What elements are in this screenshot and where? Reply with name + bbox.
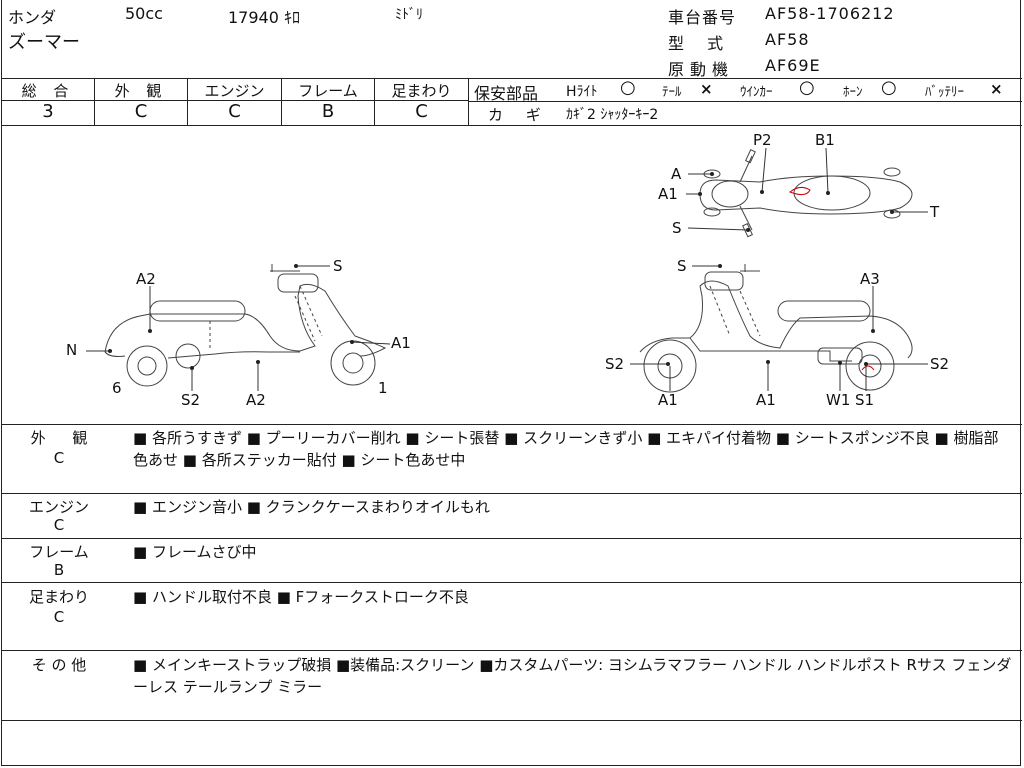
horn-label: ﾎｰﾝ	[843, 85, 863, 100]
safety-label: 保安部品	[474, 84, 539, 103]
winker-label: ｳｲﾝｶｰ	[740, 85, 773, 100]
top-view-scooter	[699, 149, 913, 238]
diagram-label: P2	[753, 131, 772, 149]
diagram-label: 1	[378, 379, 388, 397]
key-value: ｶｷﾞ2 ｼｬｯﾀｰｷｰ2	[566, 107, 659, 123]
leader-lines	[86, 147, 928, 391]
type-label: 型 式	[668, 34, 724, 53]
horn-mark: ○	[881, 77, 897, 98]
right-side-scooter	[639, 264, 913, 393]
section-text-frame: ■ フレームさび中	[133, 543, 257, 561]
diagram-label: S2	[930, 355, 949, 373]
diagram-label: A	[671, 165, 682, 183]
divider	[468, 101, 1022, 102]
diagram-label: A3	[860, 270, 880, 288]
divider	[1, 650, 1022, 651]
maker: ホンダ	[8, 8, 57, 27]
grade-value-overall: 3	[42, 101, 54, 122]
divider	[1, 100, 94, 101]
diagram-label: S2	[605, 355, 624, 373]
mileage: 17940 ｷﾛ	[228, 8, 300, 27]
diagram-label: S	[672, 219, 682, 237]
divider	[281, 78, 282, 125]
grade-value-suspension: C	[415, 101, 428, 122]
headlight-mark: ○	[620, 77, 636, 98]
section-grade-engine: C	[53, 516, 65, 534]
battery-mark: ×	[990, 80, 1003, 98]
color: ﾐﾄﾞﾘ	[395, 7, 423, 23]
diagram-label: S1	[855, 391, 874, 409]
grade-label-exterior: 外 観	[114, 82, 168, 100]
diagram-label: T	[929, 203, 940, 221]
defect-dots	[108, 172, 894, 370]
divider	[1, 493, 1022, 494]
section-label-suspension: 足まわり	[28, 588, 89, 606]
grade-value-frame: B	[321, 101, 335, 122]
displacement: 50cc	[125, 4, 163, 23]
key-label: カ ギ	[488, 106, 541, 124]
diagram-label: A2	[136, 270, 156, 288]
grade-label-engine: エンジン	[204, 82, 265, 100]
diagram-label: S	[333, 257, 343, 275]
section-text-other: ■ メインキーストラップ破損 ■装備品:スクリーン ■カスタムパーツ: ヨシムラ…	[133, 656, 1012, 696]
divider	[1, 125, 1022, 126]
divider	[1, 720, 1022, 721]
frame-no-label: 車台番号	[668, 8, 737, 27]
section-grade-suspension: C	[53, 608, 65, 626]
model-name: ズーマー	[8, 32, 80, 53]
grade-label-suspension: 足まわり	[391, 82, 452, 100]
tail-label: ﾃｰﾙ	[662, 85, 682, 100]
condition-diagram: A A1 S P2 B1 T A2 S N A1 6 S2 A2 1 S A3 …	[66, 131, 949, 409]
grade-value-exterior: C	[134, 101, 148, 122]
divider	[1, 78, 1022, 79]
divider	[1, 582, 1022, 583]
section-text-suspension: ■ ハンドル取付不良 ■ Fフォークストローク不良	[133, 588, 469, 606]
divider	[468, 78, 469, 125]
frame-no: AF58-1706212	[765, 4, 895, 23]
section-text-exterior: ■ 各所うすきず ■ プーリーカバー削れ ■ シート張替 ■ スクリーンきず小 …	[133, 429, 999, 469]
grade-value-engine: C	[228, 101, 241, 122]
divider	[374, 78, 375, 125]
type-value: AF58	[765, 30, 810, 49]
divider	[187, 78, 188, 125]
section-text-engine: ■ エンジン音小 ■ クランクケースまわりオイルもれ	[133, 498, 490, 516]
divider	[1, 424, 1022, 425]
battery-label: ﾊﾞｯﾃﾘｰ	[925, 85, 964, 100]
diagram-label: S2	[181, 391, 200, 409]
diagram-label: 6	[112, 379, 122, 397]
diagram-label: N	[66, 341, 77, 359]
diagram-label: B1	[815, 131, 835, 149]
diagram-label-group: A A1 S P2 B1 T A2 S N A1 6 S2 A2 1 S A3 …	[66, 131, 949, 409]
section-label-other: そ の 他	[31, 656, 87, 674]
diagram-label: S	[677, 257, 687, 275]
section-grade-exterior: C	[53, 449, 65, 467]
tail-mark: ×	[700, 80, 713, 98]
grade-label-frame: フレーム	[298, 82, 358, 100]
divider	[94, 78, 95, 125]
divider	[1, 538, 1022, 539]
engine-value: AF69E	[765, 56, 821, 75]
diagram-label: A1	[756, 391, 776, 409]
section-label-engine: エンジン	[28, 498, 89, 516]
diagram-label: A1	[391, 334, 411, 352]
diagram-label: A1	[658, 391, 678, 409]
section-label-exterior: 外 観	[30, 429, 88, 447]
grade-label-overall: 総 合	[21, 82, 75, 100]
diagram-label: A1	[658, 185, 678, 203]
headlight-label: Hﾗｲﾄ	[566, 84, 598, 100]
diagram-label: A2	[246, 391, 266, 409]
winker-mark: ○	[799, 77, 815, 98]
section-label-frame: フレーム	[29, 543, 89, 561]
engine-label: 原動機	[668, 60, 735, 79]
section-grade-frame: B	[53, 561, 65, 579]
diagram-label: W1	[826, 391, 850, 409]
